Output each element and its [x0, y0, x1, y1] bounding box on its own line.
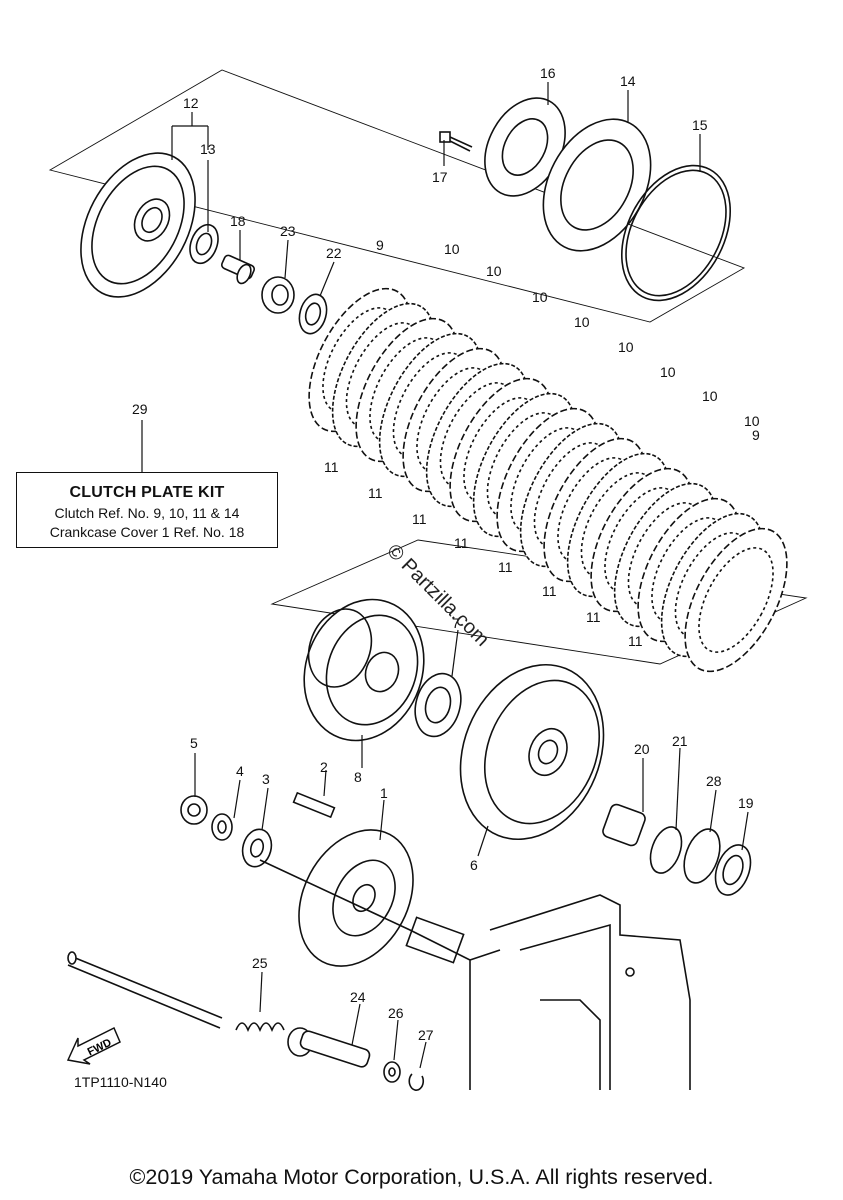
callout-10-g: 10 [702, 388, 718, 404]
callout-10-a: 10 [444, 241, 460, 257]
callout-9-bottom: 9 [752, 427, 760, 443]
lock-nut-part [180, 795, 208, 825]
clutch-plate-kit-box: CLUTCH PLATE KIT Clutch Ref. No. 9, 10, … [16, 472, 278, 548]
callout-9-top: 9 [376, 237, 384, 253]
key-part [292, 791, 336, 819]
nut-part [261, 276, 295, 314]
seat-plate-part [484, 97, 566, 197]
kit-title: CLUTCH PLATE KIT [69, 484, 225, 501]
callout-10-d: 10 [574, 314, 590, 330]
callout-15: 15 [692, 117, 708, 133]
collar-part [602, 803, 646, 847]
callout-18: 18 [230, 213, 246, 229]
callout-26: 26 [388, 1005, 404, 1021]
callout-2: 2 [320, 759, 328, 775]
callout-11-g: 11 [586, 609, 601, 625]
callout-6: 6 [470, 857, 478, 873]
callout-29: 29 [132, 401, 148, 417]
kit-line-2: Crankcase Cover 1 Ref. No. 18 [49, 524, 245, 540]
thrust-washer-part [714, 844, 752, 896]
callout-16: 16 [540, 65, 556, 81]
callout-10-b: 10 [486, 263, 502, 279]
callout-11-b: 11 [368, 485, 383, 501]
bearing-part [189, 223, 219, 265]
callout-23: 23 [280, 223, 296, 239]
circlip-part [408, 1073, 425, 1091]
shift-shaft-part [67, 951, 223, 1029]
gear-part [683, 828, 721, 884]
clutch-plate-stack [308, 287, 788, 673]
callout-24: 24 [350, 989, 366, 1005]
lock-washer-part [211, 813, 233, 841]
small-washer-part [383, 1061, 401, 1083]
copyright-notice: ©2019 Yamaha Motor Corporation, U.S.A. A… [129, 1165, 714, 1189]
kit-line-1: Clutch Ref. No. 9, 10, 11 & 14 [54, 505, 240, 521]
callout-25: 25 [252, 955, 268, 971]
friction-plate [684, 527, 788, 673]
callout-11-h: 11 [628, 633, 643, 649]
callout-22: 22 [326, 245, 342, 261]
plate-inner-edge [698, 547, 774, 653]
plate-group-outline [270, 539, 808, 665]
washer-part [298, 293, 328, 335]
callout-11-a: 11 [324, 459, 339, 475]
callout-10-e: 10 [618, 339, 634, 355]
callout-20: 20 [634, 741, 650, 757]
plain-washer-part [241, 828, 273, 868]
callout-7: 7 [452, 615, 460, 631]
callout-11-d: 11 [454, 535, 469, 551]
callout-19: 19 [738, 795, 754, 811]
wire-ring-part [620, 164, 732, 302]
callout-10-c: 10 [532, 289, 548, 305]
callout-8: 8 [354, 769, 362, 785]
callout-3: 3 [262, 771, 270, 787]
callout-11-f: 11 [542, 583, 557, 599]
callout-28: 28 [706, 773, 722, 789]
callout-11-e: 11 [498, 559, 513, 575]
fwd-arrow-icon: FWD [64, 1020, 124, 1073]
callout-14: 14 [620, 73, 636, 89]
needle-bearing-part [649, 826, 683, 874]
callout-12: 12 [183, 95, 199, 111]
clutch-housing-part [303, 598, 425, 742]
leader-lines [141, 82, 749, 1069]
callout-11-c: 11 [412, 511, 427, 527]
crankshaft-part [259, 859, 501, 1090]
diagram-code: 1TP1110-N140 [74, 1074, 167, 1090]
spacer-part [414, 672, 462, 738]
callout-21: 21 [672, 733, 688, 749]
callout-27: 27 [418, 1027, 434, 1043]
pressure-plate-group-outline [48, 69, 746, 323]
callout-10-h: 10 [744, 413, 760, 429]
primary-drive-gear-part [298, 829, 414, 967]
callout-13: 13 [200, 141, 216, 157]
callout-4: 4 [236, 763, 244, 779]
callout-1: 1 [380, 785, 388, 801]
bolt-part [439, 131, 473, 152]
friction-plate-part [542, 118, 652, 252]
crankcase-outline [489, 894, 691, 1090]
callout-17: 17 [432, 169, 448, 185]
callout-10-f: 10 [660, 364, 676, 380]
return-spring-part [235, 1022, 285, 1033]
pressure-plate-part [80, 152, 196, 298]
callout-5: 5 [190, 735, 198, 751]
clutch-boss-part [459, 663, 605, 841]
push-rod-part [221, 254, 255, 285]
shift-lever-part [287, 1027, 371, 1068]
callout-labels: 12 13 16 14 15 17 18 23 22 9 10 10 10 10… [132, 65, 760, 1043]
